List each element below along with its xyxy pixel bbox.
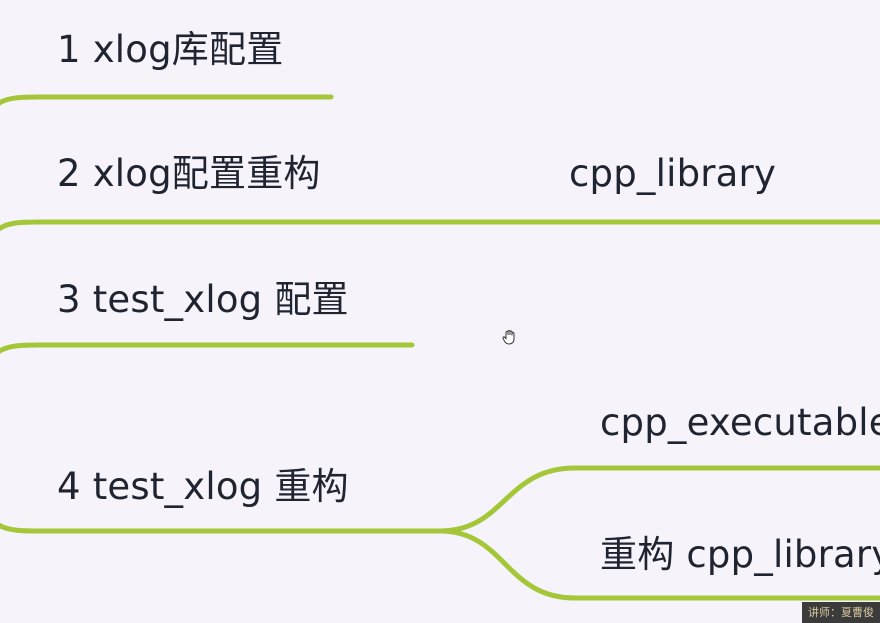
node-refactor-cpp-library[interactable]: 重构 cpp_library (600, 533, 880, 576)
node-test-xlog-config[interactable]: 3 test_xlog 配置 (57, 278, 349, 321)
node-xlog-library-config[interactable]: 1 xlog库配置 (57, 28, 284, 71)
branch-line-2 (0, 219, 880, 232)
instructor-watermark: 讲师：夏曹俊 (802, 602, 880, 623)
branch-line-refactor-cpp-library (437, 528, 880, 601)
branch-line-4 (0, 522, 443, 534)
branch-line-3 (0, 342, 415, 355)
hand-cursor-icon (502, 330, 515, 345)
branch-line-1 (0, 94, 334, 106)
branch-line-cpp-executable (437, 465, 880, 534)
node-cpp-executable[interactable]: cpp_executable (600, 401, 880, 444)
node-xlog-config-refactor[interactable]: 2 xlog配置重构 (57, 152, 321, 195)
node-cpp-library[interactable]: cpp_library (569, 152, 777, 195)
node-test-xlog-refactor[interactable]: 4 test_xlog 重构 (57, 465, 349, 508)
